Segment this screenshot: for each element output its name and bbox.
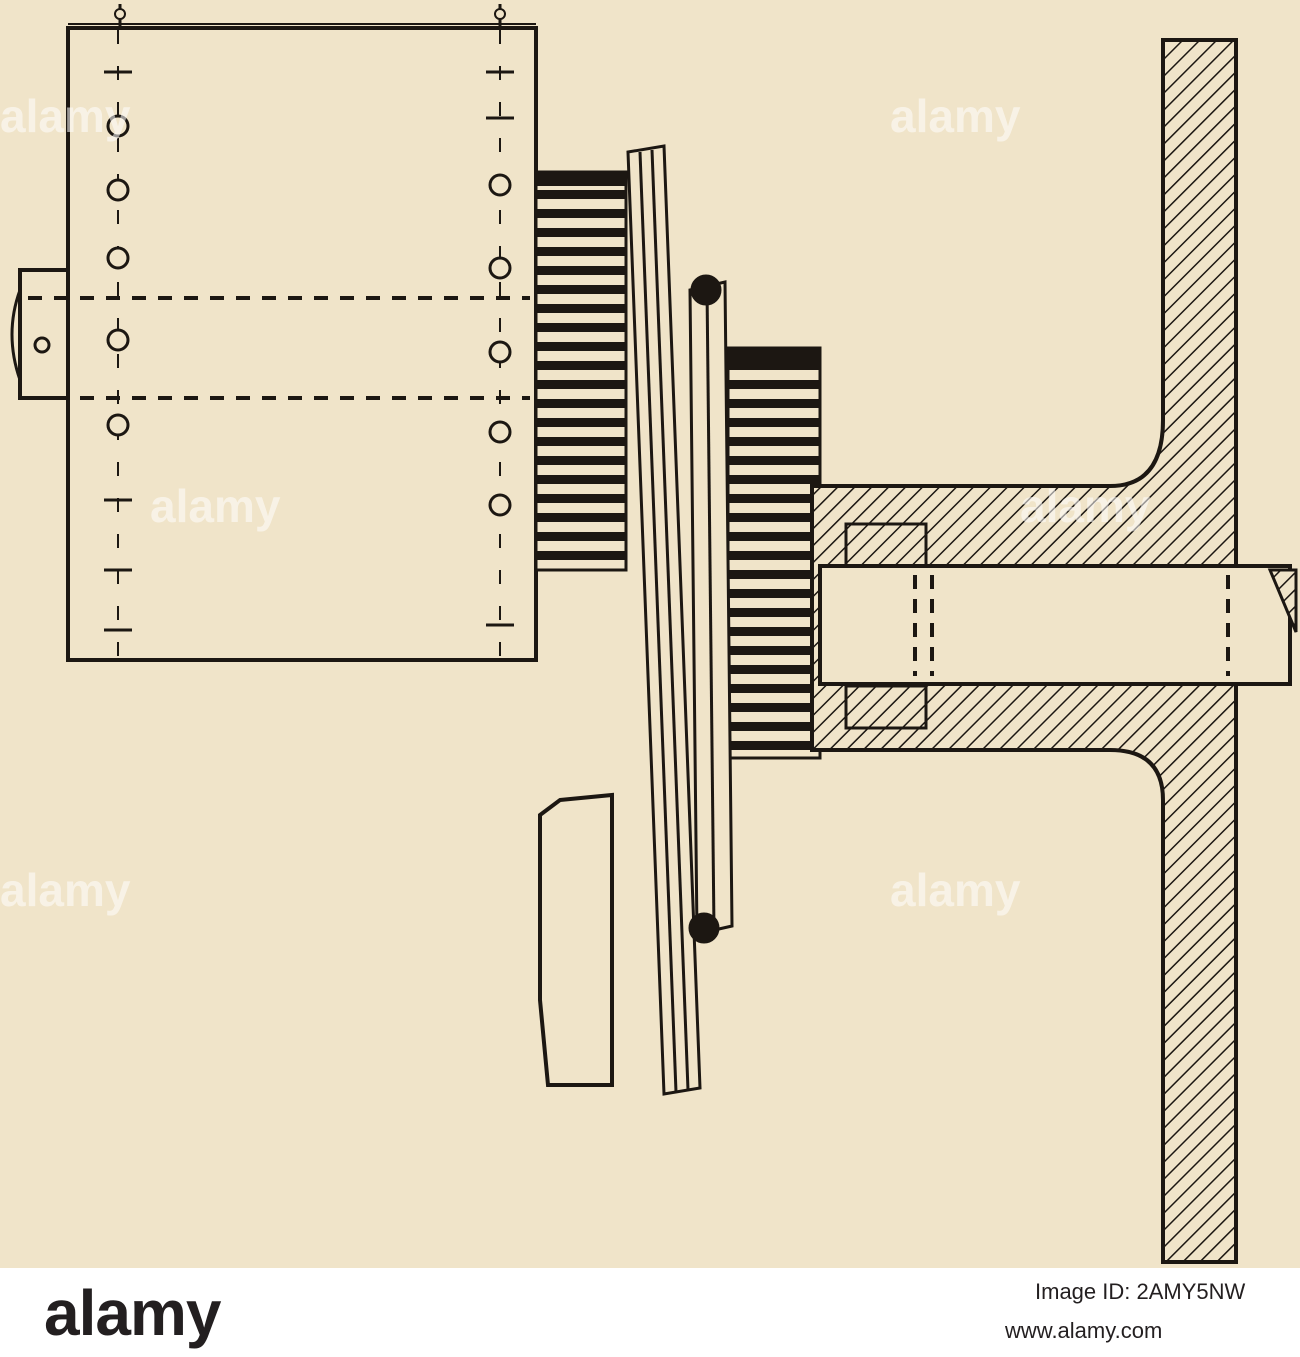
right-gear — [728, 348, 820, 758]
watermark-1: alamy — [0, 90, 131, 142]
mechanical-drawing: alamy alamy alamy alamy alamy alamy — [0, 0, 1300, 1268]
left-gear — [536, 172, 626, 570]
brand-logo[interactable]: alamy — [44, 1276, 220, 1350]
watermark-6: alamy — [890, 864, 1021, 916]
site-url-link[interactable]: www.alamy.com — [1005, 1318, 1162, 1344]
watermark-4: alamy — [1020, 480, 1151, 532]
watermark-2: alamy — [890, 90, 1021, 142]
watermark-3: alamy — [150, 480, 281, 532]
shaft — [820, 566, 1296, 684]
brake-block — [540, 795, 612, 1085]
image-id-label: Image ID: 2AMY5NW — [1035, 1279, 1245, 1305]
watermark-5: alamy — [0, 864, 131, 916]
